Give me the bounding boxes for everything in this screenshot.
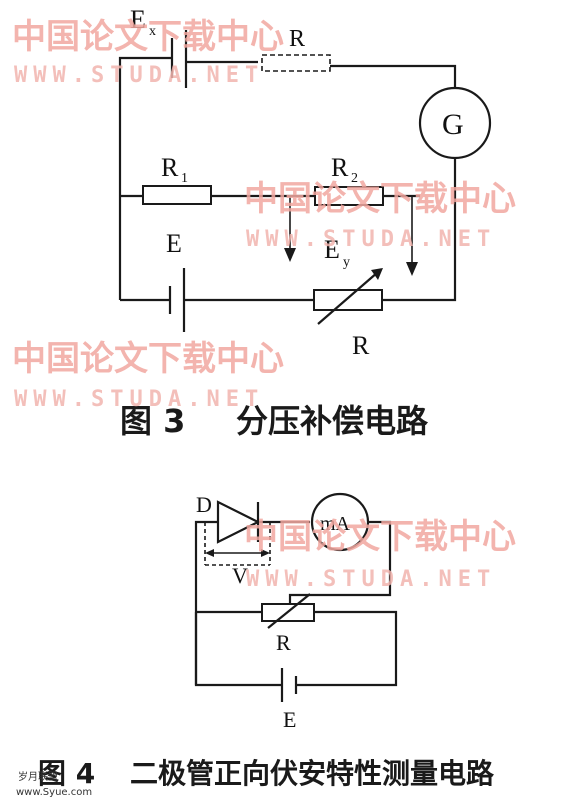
- watermark-url-4: WWW.STUDA.NET: [246, 567, 496, 592]
- label-ey-sub: y: [343, 255, 350, 270]
- wire-right: [380, 158, 457, 302]
- label-r2-sub: 2: [351, 171, 358, 186]
- label-r2: R: [331, 153, 349, 182]
- label-r-internal: R: [289, 26, 305, 52]
- fig3-caption-number: 图 3: [120, 402, 185, 440]
- watermark-url-1: WWW.STUDA.NET: [14, 63, 264, 88]
- wire-left-fig4: [194, 520, 218, 685]
- watermark-url-3: WWW.STUDA.NET: [14, 387, 264, 412]
- label-ex-sub: x: [149, 24, 156, 39]
- watermark-cn-3: 中国论文下载中心: [12, 339, 284, 379]
- label-r1-sub: 1: [181, 171, 188, 186]
- tap-right-arrow: [406, 262, 418, 276]
- label-rheostat-fig4: R: [276, 630, 291, 655]
- label-voltmeter: V: [232, 563, 248, 588]
- volt-arrow-right: [261, 549, 270, 557]
- rheostat-arrow-head: [371, 268, 383, 280]
- rheostat-r: [313, 289, 383, 311]
- fig4-caption-number: 图 4: [38, 757, 95, 790]
- resistor-r1: [142, 185, 212, 205]
- diode-triangle: [216, 500, 261, 544]
- label-diode: D: [196, 492, 212, 517]
- rheostat-fig4-arrow: [267, 593, 311, 629]
- figure-4-circuit: [194, 492, 398, 702]
- label-battery-fig4: E: [283, 707, 296, 732]
- watermark-url-2: WWW.STUDA.NET: [246, 227, 496, 252]
- footer-site-name: 岁月联盟: [18, 770, 58, 783]
- wire-r-to-g: [330, 64, 457, 88]
- volt-arrow-left: [205, 549, 214, 557]
- label-r1: R: [161, 153, 179, 182]
- fig3-caption-title: 分压补偿电路: [236, 402, 429, 440]
- wire-ma-to-slider: [288, 520, 392, 612]
- watermark-cn-1: 中国论文下载中心: [12, 17, 284, 57]
- watermark-cn-2: 中国论文下载中心: [244, 179, 516, 219]
- label-rheostat-r: R: [352, 331, 370, 360]
- rheostat-arrow-line: [317, 271, 379, 325]
- footer-site-url: www.Syue.com: [16, 787, 92, 798]
- label-milliammeter: mA: [320, 513, 351, 535]
- watermark-cn-4: 中国论文下载中心: [244, 517, 516, 557]
- watermarks: 中国论文下载中心 WWW.STUDA.NET 中国论文下载中心 WWW.STUD…: [12, 17, 516, 592]
- wire-bottom-fig4: [194, 612, 282, 687]
- label-e: E: [166, 229, 182, 258]
- wire-left-top: [118, 56, 172, 300]
- label-ey: E: [324, 235, 340, 264]
- label-galvanometer: G: [442, 108, 464, 141]
- internal-resistance-r: [261, 54, 331, 72]
- label-ex: E: [130, 5, 146, 34]
- figure-3-circuit: [118, 30, 492, 332]
- wire-right-fig4: [296, 610, 398, 687]
- tap-left-arrow: [284, 248, 296, 262]
- fig4-caption-title: 二极管正向伏安特性测量电路: [130, 757, 495, 790]
